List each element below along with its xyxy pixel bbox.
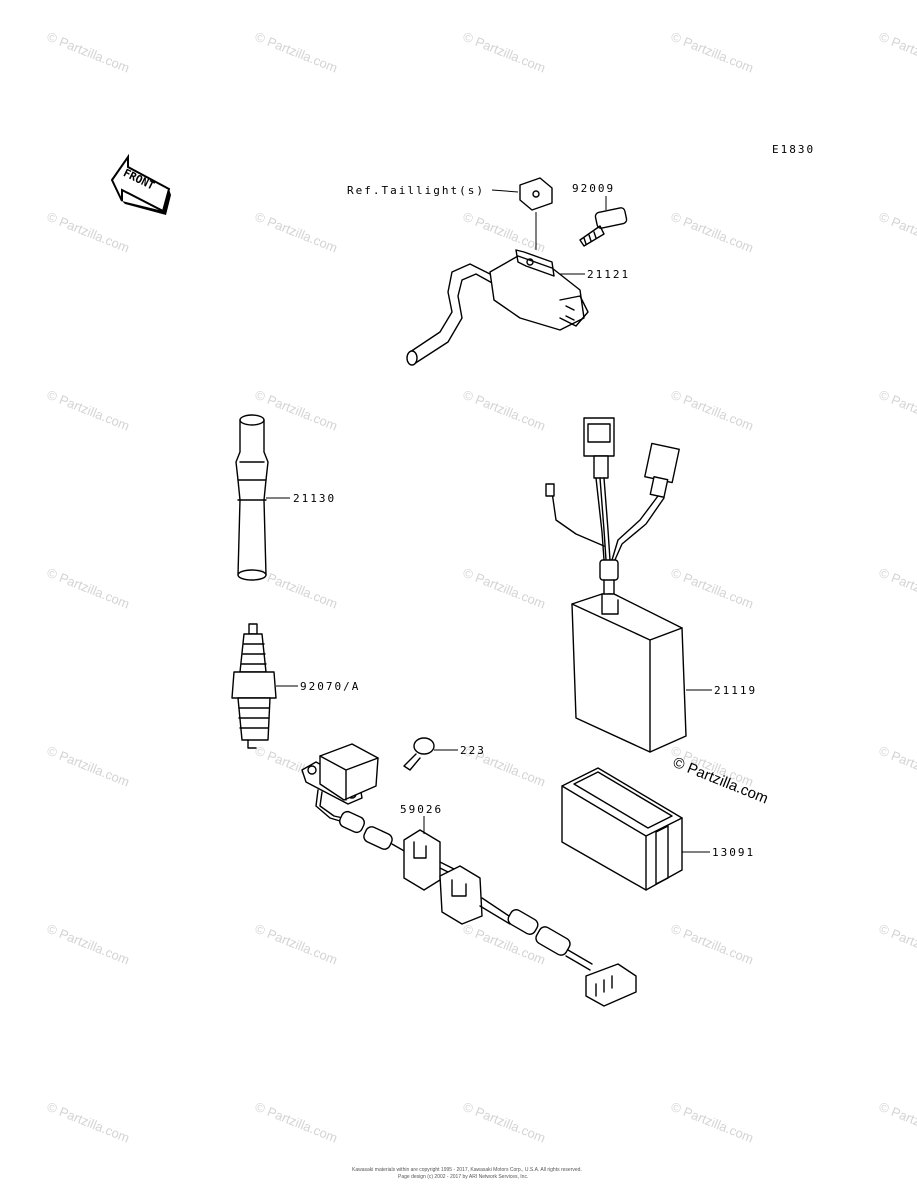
spark-plug-92070 xyxy=(231,623,277,749)
watermark: © Partzilla.com xyxy=(253,29,340,76)
callout-21121: 21121 xyxy=(587,268,630,281)
plug-cap-21130 xyxy=(235,414,269,581)
cover-13091 xyxy=(561,767,683,891)
watermark: © Partzilla.com xyxy=(877,209,917,256)
watermark: © Partzilla.com xyxy=(45,743,132,790)
watermark: © Partzilla.com xyxy=(45,387,132,434)
watermark: © Partzilla.com xyxy=(669,209,756,256)
pickup-coil-59026 xyxy=(301,743,637,1007)
callout-21130: 21130 xyxy=(293,492,336,505)
callout-13091: 13091 xyxy=(712,846,755,859)
watermark: © Partzilla.com xyxy=(669,387,756,434)
watermark: © Partzilla.com xyxy=(669,565,756,612)
front-arrow-icon: FRONT xyxy=(110,153,171,215)
footer-line-1: Kawasaki materials within are copyright … xyxy=(352,1167,582,1173)
watermark: © Partzilla.com xyxy=(45,29,132,76)
watermark: © Partzilla.com xyxy=(461,29,548,76)
callout-92009: 92009 xyxy=(572,182,615,195)
screw-223 xyxy=(403,737,435,771)
callout-ref-taillight: Ref.Taillight(s) xyxy=(347,184,485,197)
watermark: © Partzilla.com xyxy=(461,1099,548,1146)
watermark: © Partzilla.com xyxy=(877,743,917,790)
watermark: © Partzilla.com xyxy=(877,387,917,434)
footer-line-2: Page design (c) 2002 - 2017 by ARI Netwo… xyxy=(398,1174,528,1180)
watermark: © Partzilla.com xyxy=(461,209,548,256)
watermark: © Partzilla.com xyxy=(45,921,132,968)
watermark: © Partzilla.com xyxy=(45,565,132,612)
callout-223: 223 xyxy=(460,744,486,757)
watermark: © Partzilla.com xyxy=(669,29,756,76)
watermark: © Partzilla.com xyxy=(45,209,132,256)
watermark: © Partzilla.com xyxy=(45,1099,132,1146)
watermark: © Partzilla.com xyxy=(253,1099,340,1146)
callout-59026: 59026 xyxy=(400,803,443,816)
watermark: © Partzilla.com xyxy=(877,1099,917,1146)
callout-92070a: 92070/A xyxy=(300,680,360,693)
watermark: © Partzilla.com xyxy=(877,921,917,968)
bolt-92009 xyxy=(579,207,628,247)
watermark: © Partzilla.com xyxy=(877,29,917,76)
diagram-code: E1830 xyxy=(772,143,815,156)
watermark: © Partzilla.com xyxy=(669,1099,756,1146)
igniter-21119 xyxy=(545,417,687,753)
callout-21119: 21119 xyxy=(714,684,757,697)
watermark: © Partzilla.com xyxy=(253,209,340,256)
watermark: © Partzilla.com xyxy=(461,565,548,612)
watermark: © Partzilla.com xyxy=(877,565,917,612)
ignition-coil-21121 xyxy=(406,249,589,366)
taillight-bracket xyxy=(519,177,553,211)
watermark: © Partzilla.com xyxy=(669,921,756,968)
watermark: © Partzilla.com xyxy=(461,387,548,434)
watermark: © Partzilla.com xyxy=(253,921,340,968)
watermark: © Partzilla.com xyxy=(253,387,340,434)
